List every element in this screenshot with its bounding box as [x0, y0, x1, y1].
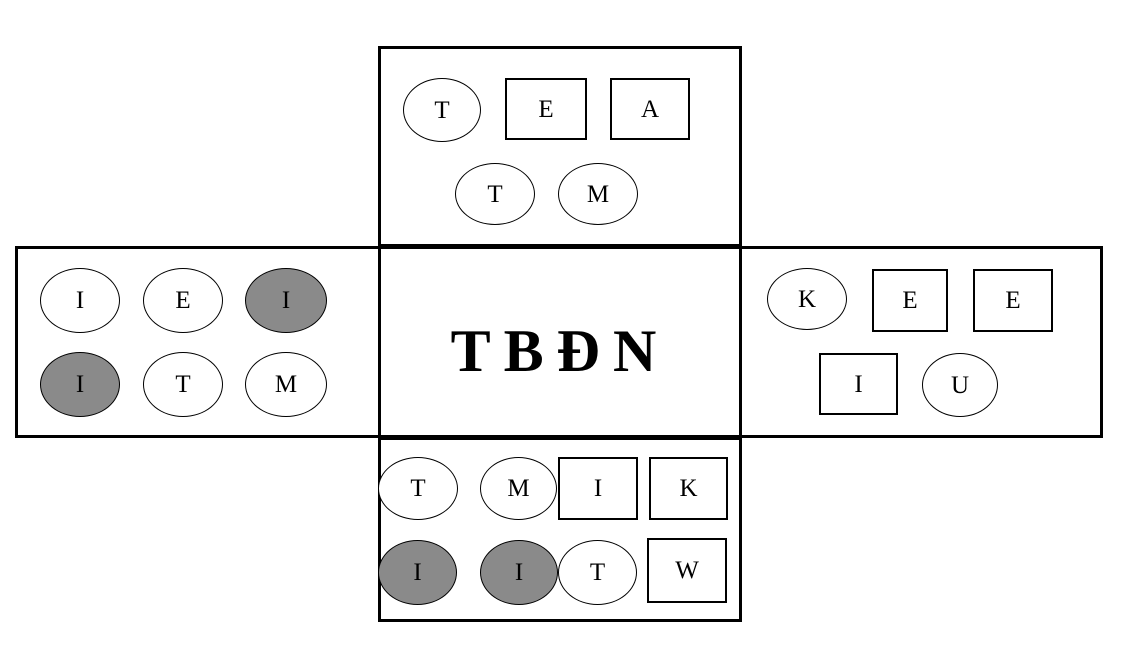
- right-circle-k: K: [767, 268, 847, 330]
- right-panel: K E E I U: [739, 246, 1103, 438]
- top-circle-t-1: T: [403, 78, 481, 142]
- bottom-circle-t-2: T: [558, 540, 637, 605]
- top-square-a: A: [610, 78, 690, 140]
- top-square-e: E: [505, 78, 587, 140]
- right-circle-u: U: [922, 353, 998, 417]
- bottom-square-k: K: [649, 457, 728, 520]
- bottom-circle-i-gray-1: I: [378, 540, 457, 605]
- left-circle-i-gray-1: I: [245, 268, 327, 333]
- bottom-circle-i-gray-2: I: [480, 540, 558, 605]
- left-circle-i-1: I: [40, 268, 120, 333]
- bottom-square-i: I: [558, 457, 638, 520]
- left-panel: I E I I T M: [15, 246, 381, 438]
- center-title: TBĐN: [450, 317, 670, 384]
- top-panel: T E A T M: [378, 46, 742, 247]
- bottom-square-w: W: [647, 538, 727, 603]
- right-square-e-2: E: [973, 269, 1053, 332]
- top-circle-t-2: T: [455, 163, 535, 225]
- top-circle-m: M: [558, 163, 638, 225]
- right-square-i: I: [819, 353, 898, 415]
- left-circle-m: M: [245, 352, 327, 417]
- bottom-circle-t-1: T: [378, 457, 458, 520]
- left-circle-t: T: [143, 352, 223, 417]
- center-panel: TBĐN: [378, 246, 742, 438]
- left-circle-e: E: [143, 268, 223, 333]
- left-circle-i-gray-2: I: [40, 352, 120, 417]
- bottom-circle-m: M: [480, 457, 557, 520]
- right-square-e-1: E: [872, 269, 948, 332]
- bottom-panel: T M I K I I T W: [378, 437, 742, 622]
